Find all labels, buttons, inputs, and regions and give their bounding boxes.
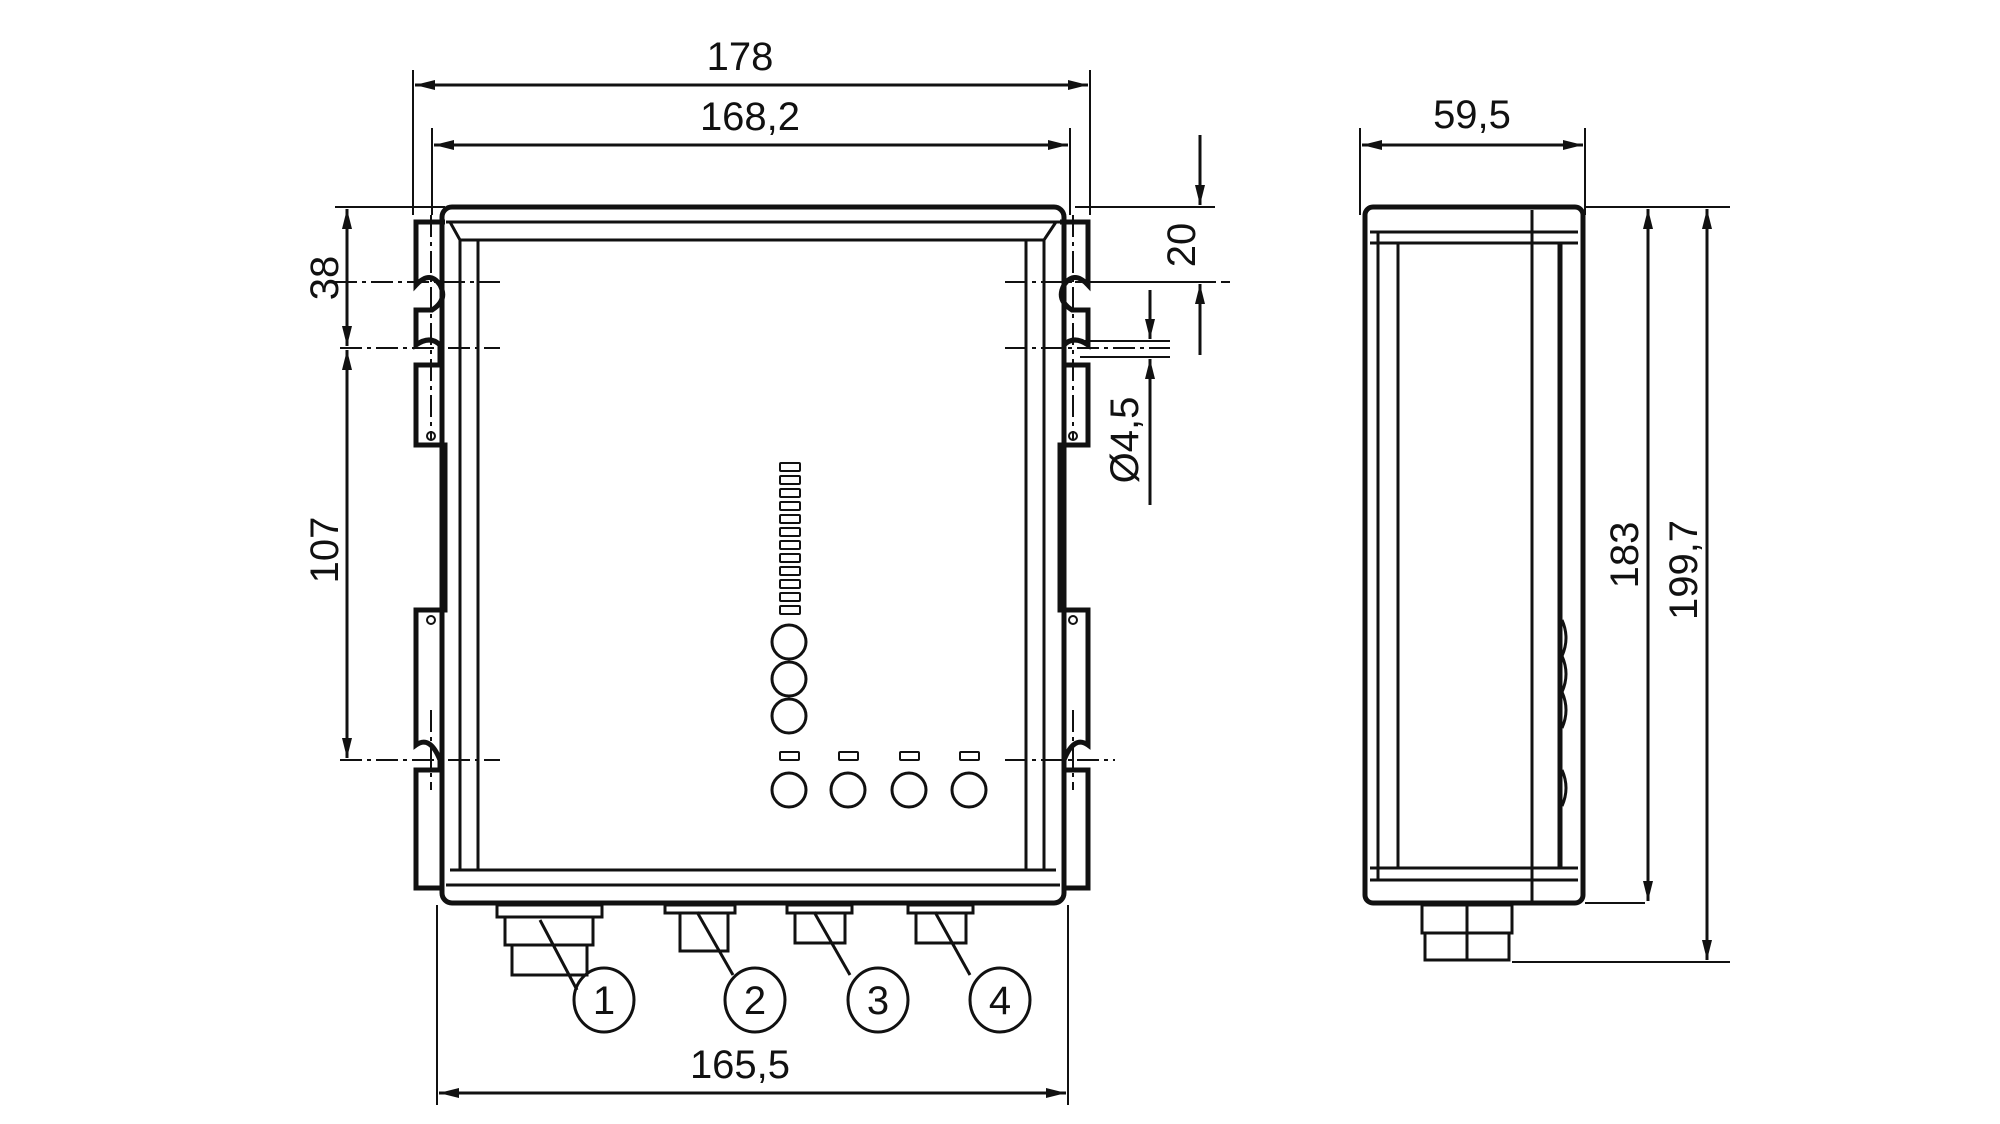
dim-label-199-7: 199,7 <box>1662 520 1706 620</box>
enclosure-body <box>439 204 1067 906</box>
svg-text:4: 4 <box>989 979 1011 1023</box>
side-connector <box>1420 903 1514 962</box>
side-view: 59,5 183 199,7 <box>1359 93 1730 963</box>
callout-3: 3 <box>812 911 910 1034</box>
callout-1: 1 <box>538 919 636 1034</box>
dim-label-178: 178 <box>707 35 774 79</box>
dim-heights: 183 199,7 <box>1512 206 1730 963</box>
side-enclosure <box>1362 204 1586 906</box>
dim-right-offset: 20 <box>1075 135 1215 355</box>
right-mounting-bracket <box>1057 219 1091 891</box>
dim-hole-diameter: Ø4,5 <box>1080 290 1170 505</box>
dim-body-width: 168,2 <box>431 95 1071 215</box>
dim-label-183: 183 <box>1603 522 1647 589</box>
dim-bottom-width: 165,5 <box>436 905 1069 1105</box>
dim-label-168-2: 168,2 <box>700 95 800 139</box>
port-leds <box>770 751 988 809</box>
svg-text:3: 3 <box>867 979 889 1023</box>
callout-4: 4 <box>933 911 1032 1034</box>
callout-2: 2 <box>695 911 787 1034</box>
dim-depth: 59,5 <box>1359 93 1586 215</box>
dim-label-107: 107 <box>303 517 347 584</box>
dim-overall-width: 178 <box>412 35 1091 215</box>
connectors <box>495 903 975 977</box>
status-leds <box>770 623 808 735</box>
dim-label-59-5: 59,5 <box>1433 93 1511 137</box>
dim-label-165-5: 165,5 <box>690 1043 790 1087</box>
dim-label-hole-diameter: Ø4,5 <box>1103 397 1147 484</box>
svg-text:2: 2 <box>744 979 766 1023</box>
svg-text:1: 1 <box>593 979 615 1023</box>
dim-left-holes: 38 107 <box>303 206 445 758</box>
dim-label-20: 20 <box>1160 223 1204 268</box>
dim-label-38: 38 <box>303 256 347 301</box>
front-view: 178 168,2 <box>303 35 1230 1105</box>
led-bar-column <box>779 462 801 615</box>
left-mounting-bracket <box>413 219 448 891</box>
